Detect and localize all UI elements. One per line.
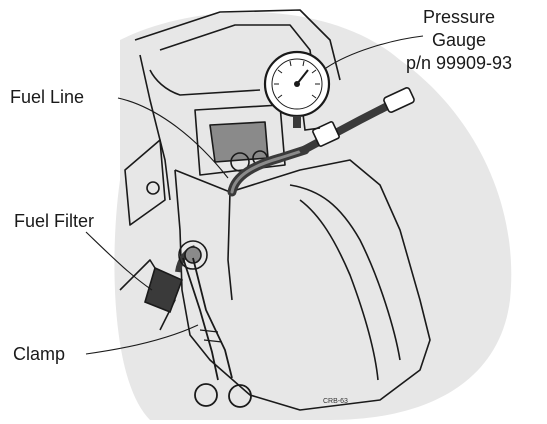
clamp-label: Clamp <box>13 344 66 364</box>
leader-clamp <box>85 324 199 355</box>
fuel-filter-icon <box>144 240 208 314</box>
background-silhouette <box>114 12 512 420</box>
pressure-gauge-icon <box>263 50 331 128</box>
figure-code: CRB-63 <box>323 398 348 405</box>
leader-pressure-gauge <box>325 35 424 69</box>
pressure-gauge-label-line2: Gauge <box>431 30 487 50</box>
pressure-gauge-label: Pressure Gauge p/n 99909-93 <box>384 6 534 75</box>
leader-fuel-filter <box>85 231 153 291</box>
fuel-line-label: Fuel Line <box>10 87 85 107</box>
clamp-icon <box>182 257 252 408</box>
leader-fuel-line <box>117 97 229 179</box>
fuel-filter-label: Fuel Filter <box>14 211 95 231</box>
pressure-gauge-label-line3: p/n 99909-93 <box>405 53 513 73</box>
leader-lines <box>85 35 424 355</box>
pressure-gauge-label-line1: Pressure <box>422 7 496 27</box>
